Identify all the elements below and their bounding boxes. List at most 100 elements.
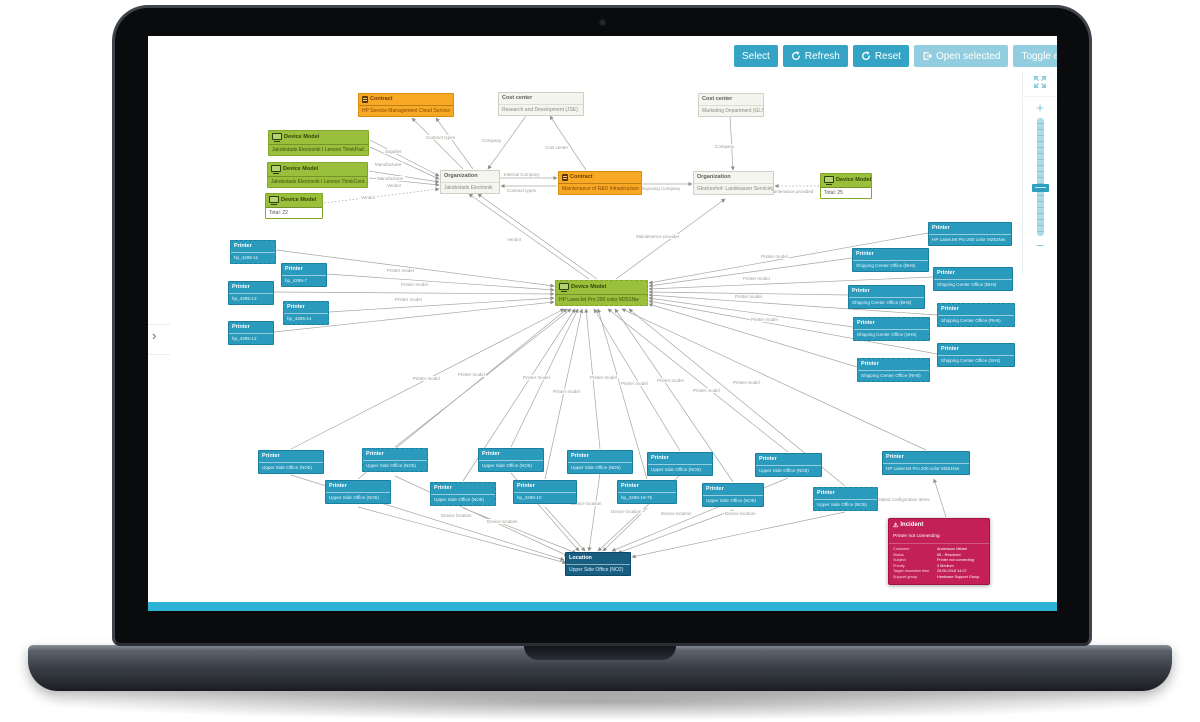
node-subtitle: hp_4295-10 <box>517 495 542 500</box>
node-title: Device Model <box>836 177 871 183</box>
graph-edge <box>614 308 734 483</box>
expand-icon <box>1033 75 1047 94</box>
toggle-extend-button-label: Toggle extend <box>1021 50 1057 62</box>
node-subtitle: HP LaserJet Pro 200 color M251Nw <box>932 237 1006 242</box>
graph-edge <box>648 276 934 291</box>
edge-label: Printer model <box>742 276 771 281</box>
edge-label: Related configuration items <box>874 497 931 502</box>
node-printer-hp-laserjet-right[interactable]: Printer HP LaserJet Pro 200 color M251Nw <box>928 222 1012 246</box>
export-icon <box>922 51 932 61</box>
open-selected-button[interactable]: Open selected <box>913 45 1009 67</box>
reset-button[interactable]: Reset <box>852 45 909 67</box>
graph-edge <box>369 146 440 180</box>
zoom-slider[interactable] <box>1031 118 1049 236</box>
edge-label: Device location <box>440 513 473 518</box>
edge-label: Printer model <box>589 375 618 380</box>
toggle-extend-button[interactable]: Toggle extend <box>1013 45 1057 67</box>
node-title: Printer <box>886 454 904 460</box>
document-icon <box>362 96 368 103</box>
toolbar: Select Refresh Reset Open selected Toggl… <box>734 45 1057 67</box>
graph-edge <box>394 308 572 448</box>
graph-edge <box>549 115 587 171</box>
graph-edge <box>435 117 474 170</box>
node-title: Device Model <box>571 284 607 290</box>
edge-label: Printer model <box>394 297 423 302</box>
refresh-button-label: Refresh <box>804 50 840 62</box>
graph-edge <box>544 308 584 480</box>
select-button[interactable]: Select <box>734 45 778 67</box>
node-subtitle: Jakobstads Electronik I Lenovo ThinkCent… <box>271 179 367 185</box>
node-subtitle: Upper Side Office (ND5) <box>571 465 621 470</box>
expand-button[interactable] <box>1023 72 1057 97</box>
zoom-in-button[interactable]: + <box>1036 100 1044 115</box>
edge-label: Company <box>481 138 503 143</box>
node-subtitle: Research and Development (JSE) <box>502 107 578 113</box>
zoom-out-button[interactable]: − <box>1036 238 1044 253</box>
edge-label: Internal Company <box>503 172 541 177</box>
zoom-slider-handle[interactable] <box>1031 184 1049 192</box>
node-title: Organization <box>444 173 478 179</box>
graph-edge <box>544 506 586 552</box>
node-title: Printer <box>232 324 250 330</box>
edge-label: Maintenance provider <box>635 234 681 239</box>
sidebar-expand-chevron[interactable]: › <box>152 328 157 343</box>
edge-label: Manufacturer <box>376 176 405 181</box>
node-title: Printer <box>651 455 669 461</box>
node-subtitle: Upper Side Office (NO5) <box>482 463 532 468</box>
edge-label: Company <box>714 144 736 149</box>
node-title: Device Model <box>281 197 317 203</box>
node-subtitle: Upper Side Office (NO5) <box>706 498 756 503</box>
node-title: Printer <box>932 225 950 231</box>
graph-edge <box>326 273 555 292</box>
node-title: Printer <box>856 251 874 257</box>
node-title: Printer <box>285 266 303 272</box>
bottom-accent-bar <box>148 602 1057 611</box>
graph-edge <box>487 115 527 170</box>
graph-edge <box>273 291 555 297</box>
refresh-button[interactable]: Refresh <box>782 45 848 67</box>
edge-label: Printer model <box>692 388 721 393</box>
node-title: Printer <box>861 361 879 367</box>
incident-field-label: Status <box>893 552 904 557</box>
